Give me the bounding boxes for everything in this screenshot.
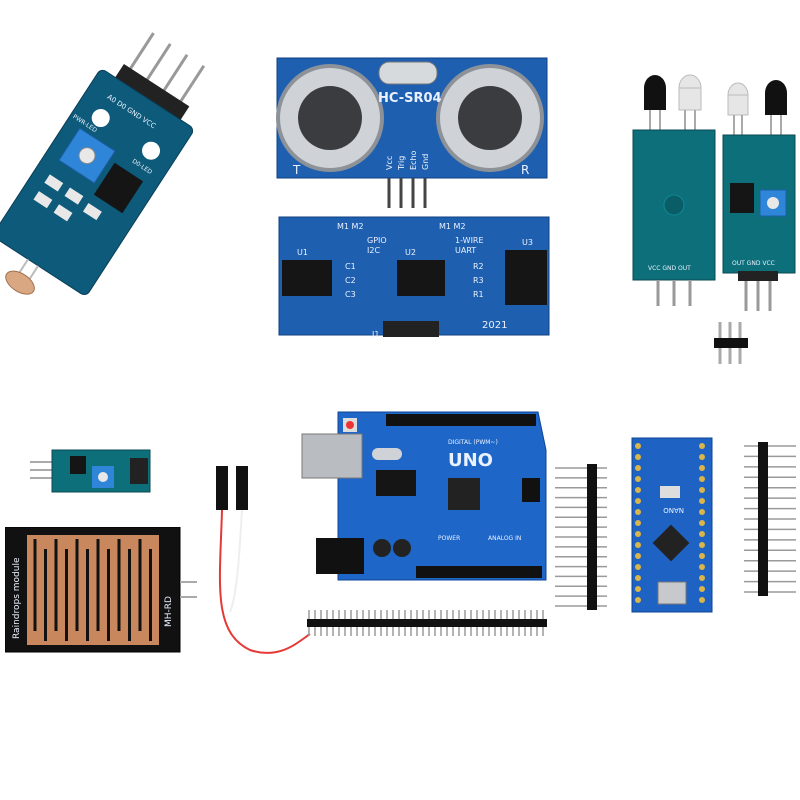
sr04-pin-label: Gnd [421, 154, 430, 170]
year-label: 2021 [482, 320, 507, 331]
sr04-pin-label: Trig [397, 156, 406, 171]
ir-sensor-front: OUT GND VCC [720, 75, 800, 315]
raindrops-module-label: Raindrops module [12, 557, 22, 639]
c3-label: C3 [345, 290, 356, 299]
j1-label: J1 [371, 330, 379, 339]
i2c-label: I2C [367, 246, 380, 255]
arduino-nano-board: NANO [628, 436, 716, 614]
arduino-uno-board: UNO DIGITAL (PWM~) POWER ANALOG IN [298, 410, 550, 582]
uno-label: UNO [448, 450, 493, 471]
transmitter-label: T [292, 163, 301, 177]
u1-label: U1 [297, 248, 308, 257]
ldr-sensor-module: A0 D0 GND VCC PWR-LED D0-LED [0, 15, 230, 325]
c1-label: C1 [345, 262, 356, 271]
r2-label: R2 [473, 262, 484, 271]
mh-rd-label: MH-RD [164, 596, 174, 627]
c2-label: C2 [345, 276, 356, 285]
ir-back-pin-labels: VCC GND OUT [648, 265, 691, 272]
gpio-label: GPIO [367, 236, 387, 245]
hc-sr04-model-label: HC-SR04 [378, 91, 442, 106]
digital-label: DIGITAL (PWM~) [448, 439, 498, 446]
power-label: POWER [438, 535, 460, 542]
u2-label: U2 [405, 248, 416, 257]
left-m1m2-label: M1 M2 [337, 222, 364, 231]
sr04-pin-label: Echo [409, 150, 418, 170]
right-m1m2-label: M1 M2 [439, 222, 466, 231]
pin-header-long-horizontal [305, 608, 550, 638]
u3-label: U3 [522, 238, 533, 247]
pin-header-vertical-right [742, 440, 798, 600]
ultrasonic-sensor-back: M1 M2 GPIO I2C M1 M2 1-WIRE UART U1 U2 U… [277, 215, 552, 345]
receiver-label: R [521, 163, 529, 177]
nano-label: NANO [663, 506, 684, 514]
pin-header-small [712, 320, 752, 366]
rain-comparator-board [30, 448, 155, 494]
r3-label: R3 [473, 276, 484, 285]
analog-in-label: ANALOG IN [488, 535, 521, 542]
pin-header-vertical-left [553, 462, 613, 614]
one-wire-label: 1-WIRE [455, 236, 484, 245]
ir-sensor-back: VCC GND OUT [628, 70, 718, 310]
r1-label: R1 [473, 290, 484, 299]
raindrops-sensor-plate: Raindrops module MH-RD [4, 526, 200, 654]
ir-front-pin-labels: OUT GND VCC [732, 260, 775, 267]
uart-label: UART [455, 246, 476, 255]
sr04-pin-label: Vcc [385, 156, 394, 170]
jumper-wires [210, 462, 315, 662]
